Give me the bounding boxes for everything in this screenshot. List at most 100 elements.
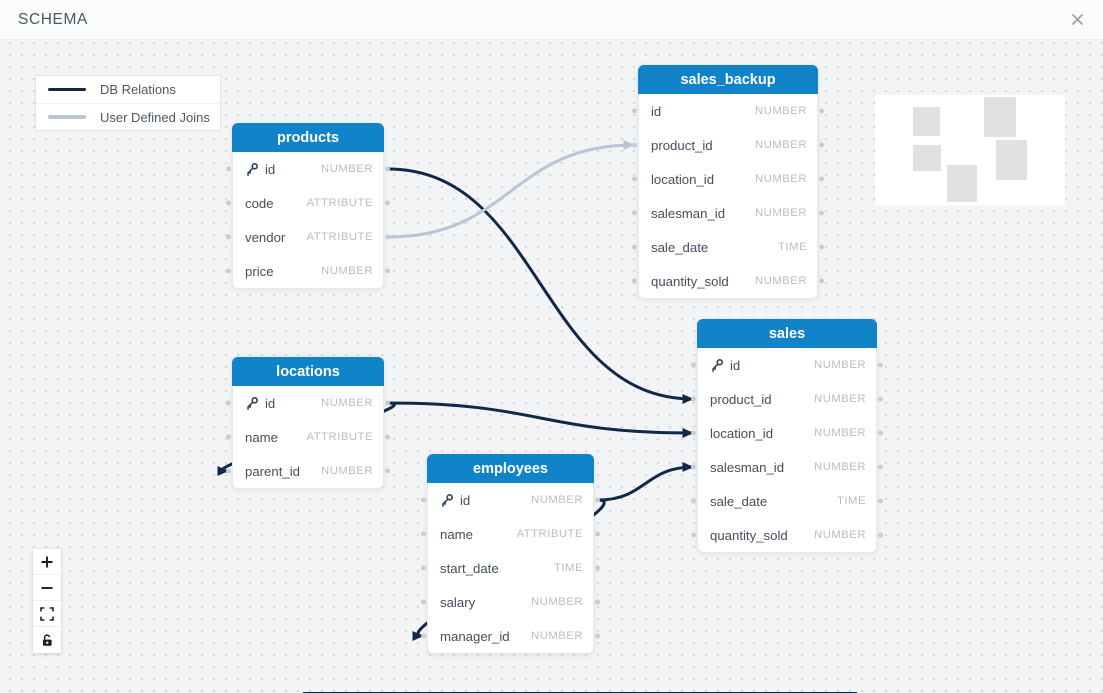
left-handle [421, 497, 426, 503]
field-row-parent_id[interactable]: parent_id NUMBER [226, 454, 390, 488]
right-handle [385, 166, 390, 172]
field-row-price[interactable]: price NUMBER [226, 254, 390, 288]
key-icon [442, 494, 453, 507]
field-type: NUMBER [814, 427, 866, 439]
field-type: NUMBER [321, 465, 373, 477]
field-name: sale_date [651, 239, 709, 255]
table-title[interactable]: products [232, 123, 384, 152]
right-handle [819, 142, 824, 148]
field-type: NUMBER [321, 163, 373, 175]
legend-line-swatch [48, 87, 86, 92]
field-type: NUMBER [321, 397, 373, 409]
left-handle [632, 278, 637, 284]
right-handle [385, 200, 390, 206]
zoom-out-button[interactable] [33, 575, 61, 601]
table-title[interactable]: locations [232, 357, 384, 386]
field-type: NUMBER [814, 393, 866, 405]
table-title[interactable]: sales_backup [638, 65, 818, 94]
unlock-icon [43, 634, 52, 646]
field-name: product_id [651, 137, 713, 153]
lock-button[interactable] [33, 627, 61, 653]
field-type: TIME [837, 495, 866, 507]
field-type: ATTRIBUTE [516, 528, 583, 540]
minimap-node-locations [913, 145, 941, 171]
field-name: location_id [710, 425, 774, 441]
right-handle [819, 278, 824, 284]
field-type: ATTRIBUTE [306, 197, 373, 209]
fit-view-button[interactable] [33, 601, 61, 627]
field-row-location_id[interactable]: location_id NUMBER [691, 416, 883, 450]
right-handle [385, 434, 390, 440]
field-name: start_date [440, 560, 499, 576]
left-handle [632, 142, 637, 148]
field-type: NUMBER [814, 461, 866, 473]
right-handle [595, 531, 600, 537]
left-handle [226, 200, 231, 206]
field-type: NUMBER [531, 630, 583, 642]
field-name: price [245, 263, 274, 279]
key-icon [247, 163, 258, 176]
left-handle [226, 434, 231, 440]
field-row-id[interactable]: id NUMBER [632, 94, 824, 128]
field-name: parent_id [245, 463, 300, 479]
minimap[interactable] [875, 95, 1065, 205]
field-name: name [440, 526, 473, 542]
field-name: id [440, 493, 470, 508]
close-icon[interactable] [1067, 10, 1087, 30]
field-name: id [710, 358, 740, 373]
left-handle [632, 108, 637, 114]
left-handle [421, 565, 426, 571]
minimap-node-employees [947, 165, 977, 202]
left-handle [421, 531, 426, 537]
right-handle [878, 498, 883, 504]
field-type: NUMBER [321, 265, 373, 277]
field-name: salary [440, 594, 476, 610]
zoom-in-button[interactable] [33, 549, 61, 575]
right-handle [385, 268, 390, 274]
right-handle [819, 108, 824, 114]
left-handle [691, 464, 696, 470]
key-icon [247, 397, 258, 410]
field-type: TIME [554, 562, 583, 574]
minimap-node-sales [996, 140, 1027, 180]
left-handle [421, 633, 426, 639]
table-title[interactable]: employees [427, 454, 594, 483]
legend-item-user: User Defined Joins [36, 103, 220, 130]
field-type: ATTRIBUTE [306, 431, 373, 443]
left-handle [632, 210, 637, 216]
field-type: NUMBER [755, 105, 807, 117]
field-row-start_date[interactable]: start_date TIME [421, 551, 600, 585]
left-handle [632, 176, 637, 182]
field-row-name[interactable]: name ATTRIBUTE [421, 517, 600, 551]
right-handle [878, 430, 883, 436]
field-name: id [651, 103, 662, 119]
table-title[interactable]: sales [697, 319, 877, 348]
right-handle [385, 468, 390, 474]
legend-line-swatch [48, 115, 86, 119]
